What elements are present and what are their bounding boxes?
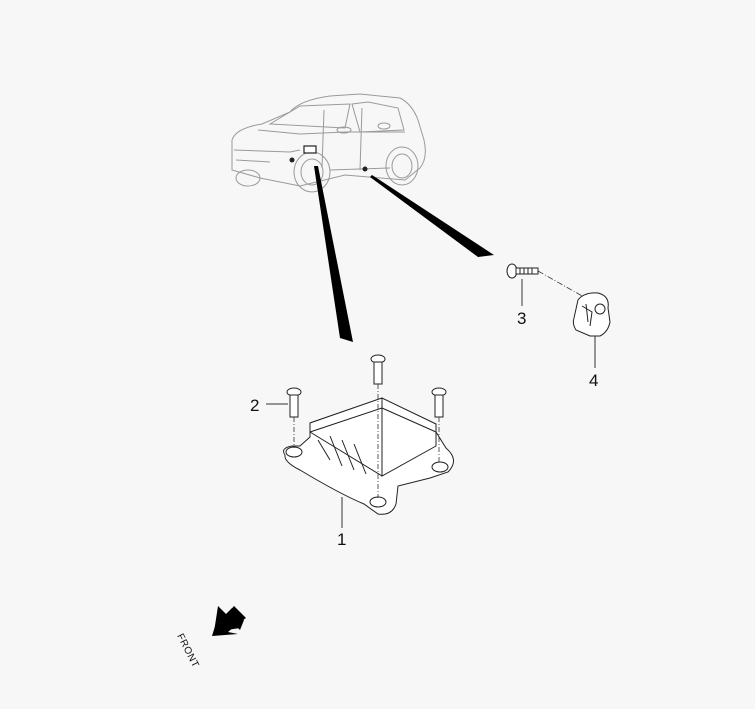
side-impact-sensor-part <box>572 292 611 337</box>
sensor-bolt-part <box>506 263 539 279</box>
callout-2: 2 <box>250 396 260 415</box>
control-module-part <box>283 397 454 515</box>
arrow-icon <box>212 606 246 636</box>
pointer-wedge-sensor <box>370 175 494 257</box>
callout-4: 4 <box>589 371 599 390</box>
sensor-alignment-line <box>537 270 585 298</box>
front-sensor-marker <box>289 157 295 163</box>
side-sensor-marker <box>362 166 368 172</box>
callout-1: 1 <box>337 530 347 549</box>
callout-3: 3 <box>517 309 527 328</box>
module-location-marker <box>303 145 317 154</box>
pointer-wedge-module <box>314 166 353 342</box>
module-alignment-lines <box>293 384 440 498</box>
vehicle-illustration <box>231 93 426 193</box>
